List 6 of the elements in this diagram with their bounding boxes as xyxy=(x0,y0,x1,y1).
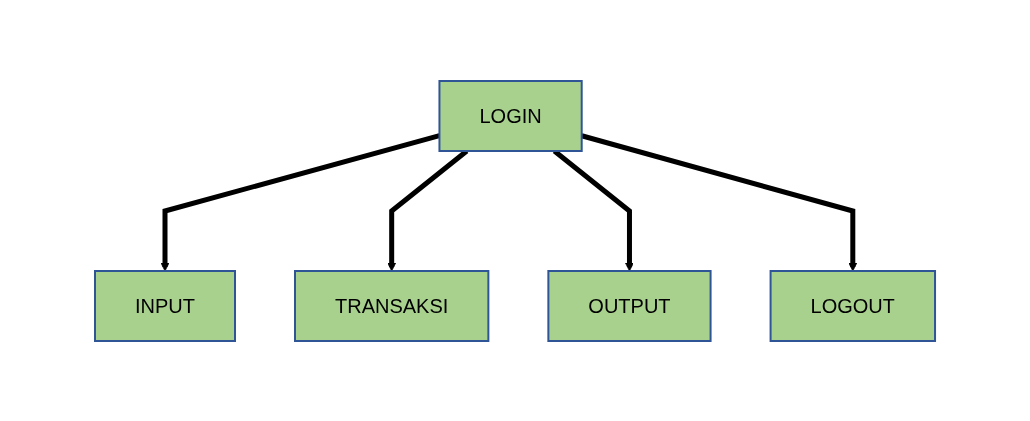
node-box: LOGOUT xyxy=(769,269,936,342)
node-box: OUTPUT xyxy=(547,269,712,342)
node-box: INPUT xyxy=(94,269,236,342)
arrow xyxy=(581,132,858,271)
node-box: LOGIN xyxy=(438,79,583,152)
node-box: TRANSAKSI xyxy=(294,269,490,342)
